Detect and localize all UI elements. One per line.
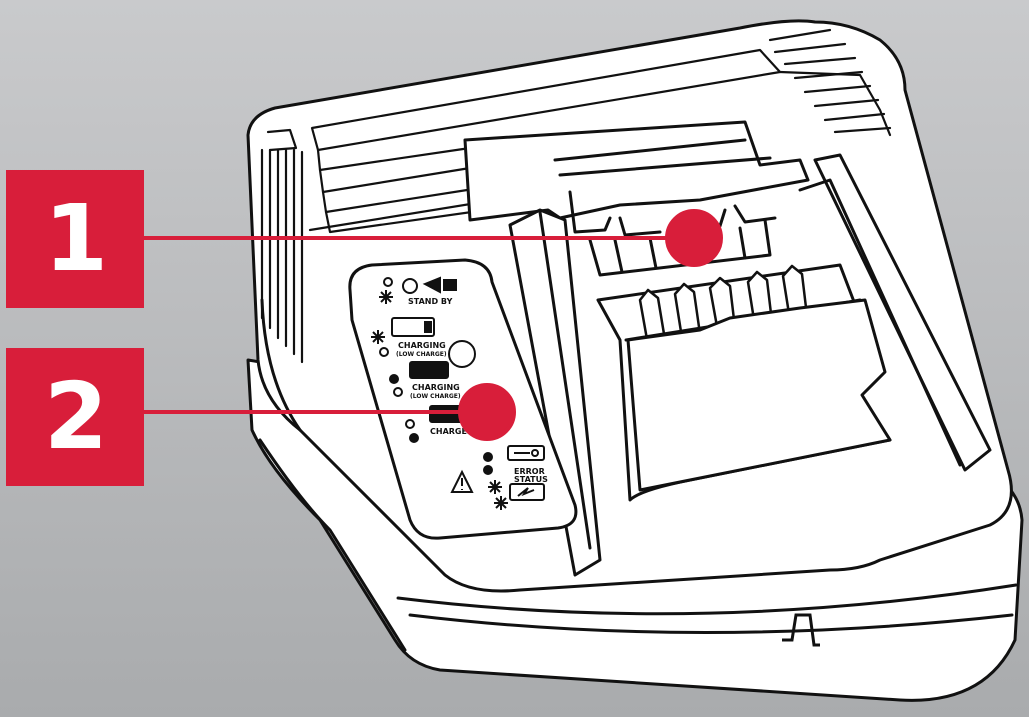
status-label: STATUS xyxy=(514,475,548,484)
plug-icon xyxy=(402,278,418,294)
standby-label: STAND BY xyxy=(408,297,453,306)
led-charging-2 xyxy=(389,374,399,384)
callout-box-2: 2 xyxy=(6,348,144,486)
charging-label-2: CHARGING xyxy=(412,383,460,392)
status-button[interactable] xyxy=(448,340,476,368)
power-plug-icon xyxy=(422,276,457,294)
led-panel-content: STAND BY CHARGING (LOW CHARGE) CHARGING … xyxy=(371,276,548,510)
contact-prongs xyxy=(638,264,809,347)
sun-led-icon-4 xyxy=(494,496,508,510)
callout-dot-1 xyxy=(665,209,723,267)
callout-dot-2 xyxy=(458,383,516,441)
charged-label: CHARGED xyxy=(430,427,474,436)
callout-lines xyxy=(144,209,723,441)
error-label: ERROR xyxy=(514,467,545,476)
callout-number-1: 1 xyxy=(43,185,108,292)
led-charged-1 xyxy=(405,419,415,429)
battery-low-icon xyxy=(391,317,435,337)
low-charge-label-2: (LOW CHARGE) xyxy=(410,393,461,400)
led-charging-2b xyxy=(393,387,403,397)
led-error-2 xyxy=(483,465,493,475)
slot-step xyxy=(626,298,892,492)
battery-slot-terminals xyxy=(463,120,810,222)
battery-charging-icon xyxy=(409,361,449,379)
sun-led-icon-2 xyxy=(371,330,385,344)
led-charged-2 xyxy=(409,433,419,443)
sun-led-icon-3 xyxy=(488,480,502,494)
low-charge-label-1: (LOW CHARGE) xyxy=(396,351,447,358)
led-standby xyxy=(383,277,393,287)
side-vents-left xyxy=(260,128,304,364)
base-notch xyxy=(782,613,820,647)
charging-label-1: CHARGING xyxy=(398,341,446,350)
led-charging-1 xyxy=(379,347,389,357)
callout-number-2: 2 xyxy=(43,363,108,470)
callout-box-1: 1 xyxy=(6,170,144,308)
sun-led-icon xyxy=(379,290,393,304)
led-error-1 xyxy=(483,452,493,462)
top-vents xyxy=(308,28,892,234)
